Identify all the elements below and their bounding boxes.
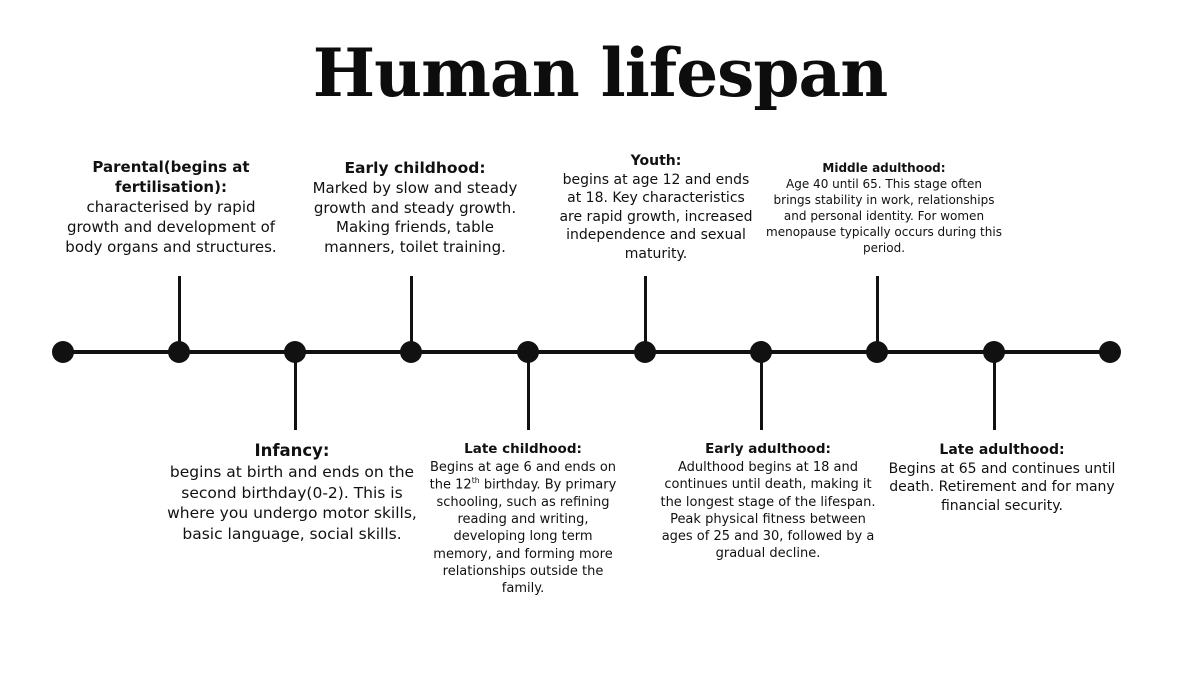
- stage-title: Late adulthood:: [939, 442, 1065, 458]
- stem-late-adulthood: [993, 352, 996, 430]
- stage-description: begins at birth and ends on the second b…: [167, 462, 417, 543]
- stage-title: Middle adulthood:: [822, 161, 946, 175]
- stage-description: Adulthood begins at 18 and continues unt…: [660, 459, 876, 562]
- stage-middle-adulthood: Middle adulthood: Age 40 until 65. This …: [766, 161, 1002, 257]
- stem-late-childhood: [527, 352, 530, 430]
- stage-description: begins at age 12 and ends at 18. Key cha…: [559, 171, 753, 263]
- stem-youth: [644, 276, 647, 352]
- timeline-line: [62, 350, 1110, 354]
- stem-parental: [178, 276, 181, 352]
- stem-early-childhood: [410, 276, 413, 352]
- timeline-dot-parental: [168, 341, 190, 363]
- stage-early-adulthood: Early adulthood: Adulthood begins at 18 …: [660, 441, 876, 563]
- stage-description: Begins at 65 and continues until death. …: [888, 460, 1116, 514]
- stage-late-childhood: Late childhood: Begins at age 6 and ends…: [424, 441, 622, 598]
- stage-late-adulthood: Late adulthood: Begins at 65 and continu…: [886, 441, 1118, 515]
- stage-title: Late childhood:: [464, 441, 582, 457]
- timeline-dot-early-childhood: [400, 341, 422, 363]
- stage-infancy: Infancy: begins at birth and ends on the…: [166, 440, 418, 544]
- stem-middle-adulthood: [876, 276, 879, 352]
- timeline-dot-middle-adulthood: [866, 341, 888, 363]
- stage-description: Age 40 until 65. This stage often brings…: [766, 176, 1002, 255]
- stage-description: Marked by slow and steady growth and ste…: [312, 178, 518, 257]
- page-title: Human lifespan: [312, 34, 889, 112]
- stage-description: characterised by rapid growth and develo…: [65, 197, 277, 256]
- stage-title: Parental(begins at fertilisation):: [92, 158, 250, 196]
- stage-title: Youth:: [630, 153, 682, 169]
- stage-title: Early childhood:: [344, 159, 486, 177]
- timeline-dot-end: [1099, 341, 1121, 363]
- stage-description: Begins at age 6 and ends on the 12th bir…: [429, 459, 617, 597]
- timeline-dot-start: [52, 341, 74, 363]
- stage-title: Early adulthood:: [705, 441, 831, 457]
- stage-early-childhood: Early childhood: Marked by slow and stea…: [306, 158, 524, 258]
- stem-early-adulthood: [760, 352, 763, 430]
- stage-parental: Parental(begins at fertilisation): chara…: [60, 158, 282, 258]
- stem-infancy: [294, 352, 297, 430]
- stage-title: Infancy:: [254, 441, 330, 460]
- timeline-dot-youth: [634, 341, 656, 363]
- stage-youth: Youth: begins at age 12 and ends at 18. …: [556, 152, 756, 264]
